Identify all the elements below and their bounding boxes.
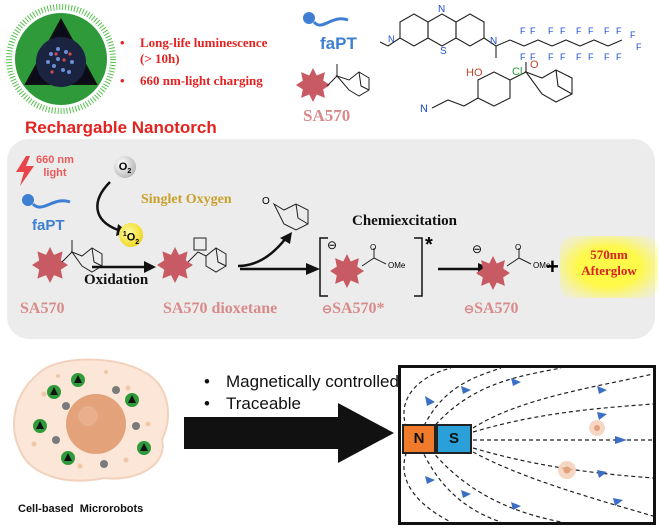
- svg-text:F: F: [520, 52, 526, 62]
- sa570-excited-icon: [330, 254, 364, 288]
- feature-bullet: •Long-life luminescence: [120, 35, 268, 50]
- svg-text:F: F: [636, 42, 642, 52]
- fapt-squiggle-icon: [302, 10, 350, 39]
- feature-bullet-cont: (> 10h): [140, 51, 180, 66]
- ho-atom: HO: [466, 67, 483, 79]
- nanotorch-title: Rechargable Nanotorch: [25, 118, 217, 137]
- light-label: 660 nm light: [36, 154, 74, 179]
- sa570-anion-icon: [476, 256, 510, 290]
- svg-text:N: N: [388, 34, 395, 44]
- svg-text:F: F: [588, 26, 594, 36]
- minus-sign: ⊖: [327, 238, 338, 252]
- big-arrow: [184, 403, 394, 468]
- main-arrow: [240, 262, 320, 280]
- oxygen-molecule: O2: [114, 156, 136, 178]
- svg-text:F: F: [604, 26, 610, 36]
- ester-structure: O OMe: [360, 243, 422, 279]
- magnet-north: N: [402, 424, 436, 454]
- svg-text:F: F: [548, 52, 554, 62]
- svg-text:F: F: [576, 52, 582, 62]
- svg-text:OMe: OMe: [533, 261, 551, 270]
- sa570-anion-label: ⊖SA570: [464, 300, 519, 317]
- svg-text:O: O: [262, 196, 270, 207]
- svg-text:F: F: [588, 52, 594, 62]
- svg-text:F: F: [560, 26, 566, 36]
- oxidation-arrow: [92, 260, 156, 278]
- cell-microrobot-illustration: [8, 354, 176, 491]
- svg-text:N: N: [438, 4, 445, 15]
- svg-text:N: N: [420, 103, 428, 115]
- adamantanone-structure: O: [262, 192, 322, 245]
- sa570-phenol-structure: HO Cl O N: [418, 59, 618, 143]
- release-arrow: [236, 230, 300, 275]
- microrobot-feature-list: •Magnetically controlled •Traceable: [200, 372, 399, 414]
- sa570-left-label: SA570: [20, 300, 65, 317]
- svg-text:O: O: [515, 244, 521, 252]
- cell-robot-label: Cell-based Microrobots: [18, 503, 144, 515]
- minus-sign: ⊖: [472, 242, 483, 256]
- feature-list: •Long-life luminescence (> 10h) •660 nm-…: [120, 35, 295, 89]
- sa570-dye-icon: [32, 247, 68, 283]
- oxidation-label: Oxidation: [84, 272, 149, 288]
- feature-bullet: •Magnetically controlled: [204, 372, 399, 391]
- svg-text:F: F: [520, 26, 526, 36]
- sa570-dye-icon: [296, 68, 330, 102]
- dioxetane-structure: [187, 232, 244, 285]
- fapt-label: faPT: [320, 34, 357, 53]
- svg-text:S: S: [440, 46, 447, 57]
- svg-text:F: F: [548, 26, 554, 36]
- lightning-icon: [14, 156, 36, 191]
- svg-text:F: F: [616, 26, 622, 36]
- nanotorch-illustration: [6, 4, 116, 114]
- sa570-dioxetane-icon: [157, 247, 193, 283]
- sa570-excited-label: ⊖SA570*: [322, 300, 385, 317]
- sa570-dioxetane-label: SA570 dioxetane: [163, 300, 278, 317]
- magnetic-field-box: [398, 365, 656, 525]
- svg-text:F: F: [630, 30, 636, 40]
- svg-text:F: F: [576, 26, 582, 36]
- svg-text:N: N: [490, 36, 497, 47]
- svg-text:F: F: [560, 52, 566, 62]
- fapt-squiggle-icon: [20, 192, 72, 221]
- singlet-oxygen-molecule: 1O2: [119, 223, 143, 247]
- panel-fapt-label: faPT: [32, 217, 65, 234]
- svg-text:Cl: Cl: [512, 66, 522, 78]
- chemiexcitation-label: Chemiexcitation: [352, 213, 457, 229]
- svg-text:O: O: [530, 60, 539, 71]
- sa570-structure: [325, 56, 385, 111]
- feature-bullet: •660 nm-light charging: [120, 73, 263, 88]
- afterglow-badge: [560, 236, 658, 298]
- magnet-south: S: [436, 424, 472, 454]
- ester-structure: O OMe: [505, 243, 567, 279]
- singlet-oxygen-label: Singlet Oxygen: [141, 192, 232, 207]
- excited-state-bracket: [318, 236, 430, 303]
- feature-bullet: •Traceable: [204, 394, 301, 413]
- svg-text:O: O: [370, 244, 376, 252]
- excited-star-mark: *: [425, 234, 433, 256]
- plus-sign: +: [546, 254, 559, 279]
- svg-text:F: F: [530, 26, 536, 36]
- svg-text:F: F: [616, 52, 622, 62]
- sa570-label: SA570: [303, 106, 351, 125]
- svg-text:F: F: [530, 52, 536, 62]
- sa570-structure: [61, 232, 114, 285]
- afterglow-label: 570nm Afterglow: [581, 247, 637, 278]
- svg-text:OMe: OMe: [388, 261, 406, 270]
- svg-text:F: F: [604, 52, 610, 62]
